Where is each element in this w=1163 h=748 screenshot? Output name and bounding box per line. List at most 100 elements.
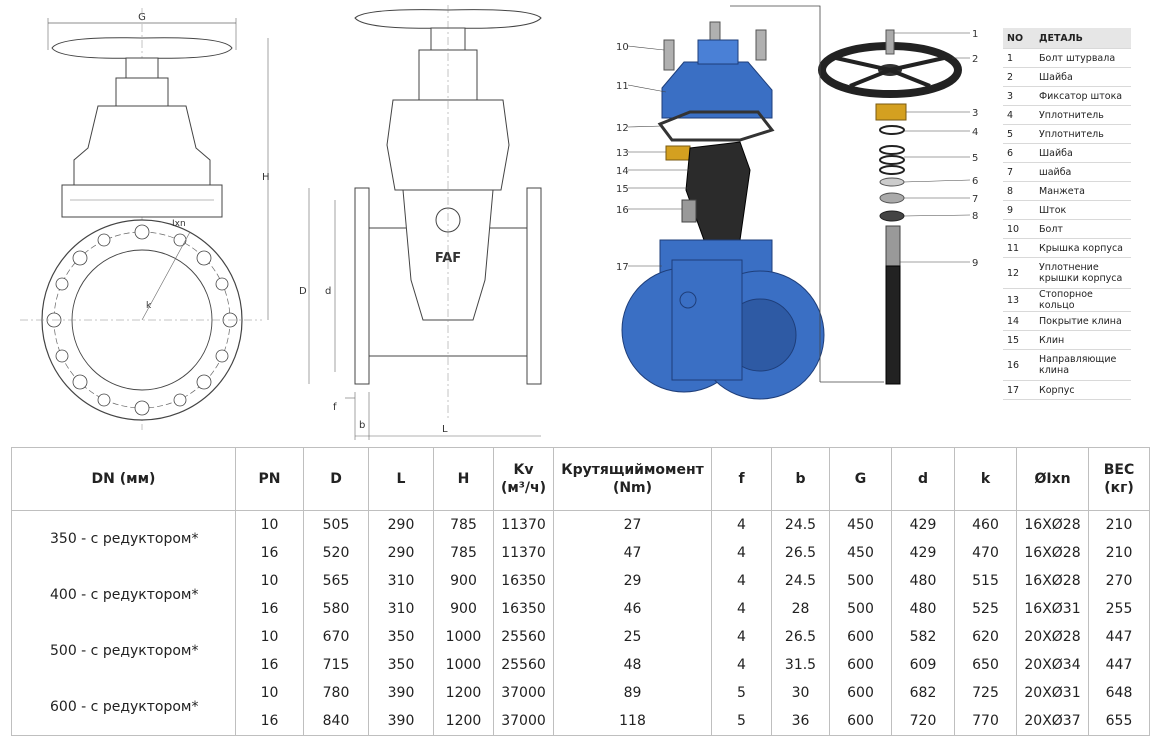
header-torque-line1: Крутящиймомент <box>561 462 704 478</box>
callout-6: 6 <box>972 176 978 187</box>
cell-holes: 20XØ31 <box>1016 679 1089 707</box>
cell-dn: 500 - с редуктором* <box>11 623 236 679</box>
callout-14: 14 <box>616 166 629 177</box>
cell-b: 30 <box>771 679 830 707</box>
cell-weight: 447 <box>1088 623 1150 651</box>
parts-row-no: 1 <box>1003 48 1035 68</box>
cell-k: 525 <box>954 595 1017 623</box>
cell-torque: 89 <box>553 679 712 707</box>
cell-torque: 46 <box>553 595 712 623</box>
header-h: H <box>433 447 494 511</box>
cell-pn: 16 <box>235 651 304 679</box>
callout-10: 10 <box>616 42 629 53</box>
cell-weight: 255 <box>1088 595 1150 623</box>
parts-row-no: 14 <box>1003 311 1035 331</box>
dim-h-label: H <box>262 172 270 183</box>
cell-f: 4 <box>711 510 772 539</box>
cell-g: 500 <box>829 595 892 623</box>
cell-f: 4 <box>711 567 772 595</box>
cell-kv: 16350 <box>493 595 554 623</box>
spec-header-row: DN (мм) PN D L H Kv (м³/ч) Крутящиймомен… <box>11 447 1150 511</box>
cell-dn: 600 - с редуктором* <box>11 679 236 736</box>
cell-l: 310 <box>368 595 434 623</box>
cell-pn: 16 <box>235 707 304 736</box>
cell-pn: 10 <box>235 623 304 651</box>
parts-row-name: шайба <box>1035 162 1131 182</box>
cell-weight: 648 <box>1088 679 1150 707</box>
cell-holes: 16XØ28 <box>1016 567 1089 595</box>
cell-l: 350 <box>368 623 434 651</box>
parts-row-name: Клин <box>1035 330 1131 350</box>
parts-row-no: 3 <box>1003 86 1035 106</box>
cell-kv: 11370 <box>493 539 554 567</box>
header-weight: ВЕС (кг) <box>1088 447 1150 511</box>
cell-k: 470 <box>954 539 1017 567</box>
cell-f: 5 <box>711 707 772 736</box>
callout-12: 12 <box>616 123 629 134</box>
parts-header-no: NO <box>1003 28 1035 49</box>
cell-d: 720 <box>891 707 955 736</box>
dim-l-label: L <box>442 424 448 435</box>
header-pn: PN <box>235 447 304 511</box>
cell-d: 609 <box>891 651 955 679</box>
cell-k: 620 <box>954 623 1017 651</box>
cell-k: 515 <box>954 567 1017 595</box>
cell-l: 350 <box>368 651 434 679</box>
cell-d: 682 <box>891 679 955 707</box>
cell-b: 26.5 <box>771 623 830 651</box>
cell-f: 4 <box>711 539 772 567</box>
cell-d: 670 <box>303 623 369 651</box>
dim-g-label: G <box>138 12 146 23</box>
cell-k: 770 <box>954 707 1017 736</box>
parts-header-part: ДЕТАЛЬ <box>1035 28 1131 49</box>
parts-row-name: Корпус <box>1035 380 1131 400</box>
parts-row-name: Покрытие клина <box>1035 311 1131 331</box>
callout-9: 9 <box>972 258 978 269</box>
header-kv: Kv (м³/ч) <box>493 447 554 511</box>
cell-kv: 16350 <box>493 567 554 595</box>
cell-k: 460 <box>954 510 1017 539</box>
cell-torque: 29 <box>553 567 712 595</box>
cell-b: 26.5 <box>771 539 830 567</box>
parts-row-name: Уплотнитель <box>1035 105 1131 125</box>
parts-row-no: 2 <box>1003 67 1035 87</box>
cell-kv: 25560 <box>493 651 554 679</box>
parts-row-name: Уплотнитель <box>1035 124 1131 144</box>
cell-h: 1200 <box>433 679 494 707</box>
cell-f: 4 <box>711 623 772 651</box>
dim-b-label: b <box>359 420 365 431</box>
cell-dn: 350 - с редуктором* <box>11 510 236 567</box>
header-kv-line2: (м³/ч) <box>500 480 547 496</box>
parts-row-no: 13 <box>1003 288 1035 312</box>
side-view-drawing: FAF D d f b L <box>299 5 542 440</box>
cell-b: 31.5 <box>771 651 830 679</box>
cell-h: 900 <box>433 595 494 623</box>
cell-d: 580 <box>303 595 369 623</box>
cell-h: 785 <box>433 510 494 539</box>
parts-row-no: 10 <box>1003 219 1035 239</box>
callout-5: 5 <box>972 153 978 164</box>
header-holes: ØIxn <box>1016 447 1089 511</box>
cell-b: 36 <box>771 707 830 736</box>
cell-torque: 25 <box>553 623 712 651</box>
cell-b: 24.5 <box>771 510 830 539</box>
cell-d: 780 <box>303 679 369 707</box>
callout-17: 17 <box>616 262 629 273</box>
cell-f: 5 <box>711 679 772 707</box>
cell-holes: 16XØ31 <box>1016 595 1089 623</box>
parts-row-no: 6 <box>1003 143 1035 163</box>
cell-pn: 16 <box>235 595 304 623</box>
cell-g: 450 <box>829 510 892 539</box>
parts-row-no: 4 <box>1003 105 1035 125</box>
